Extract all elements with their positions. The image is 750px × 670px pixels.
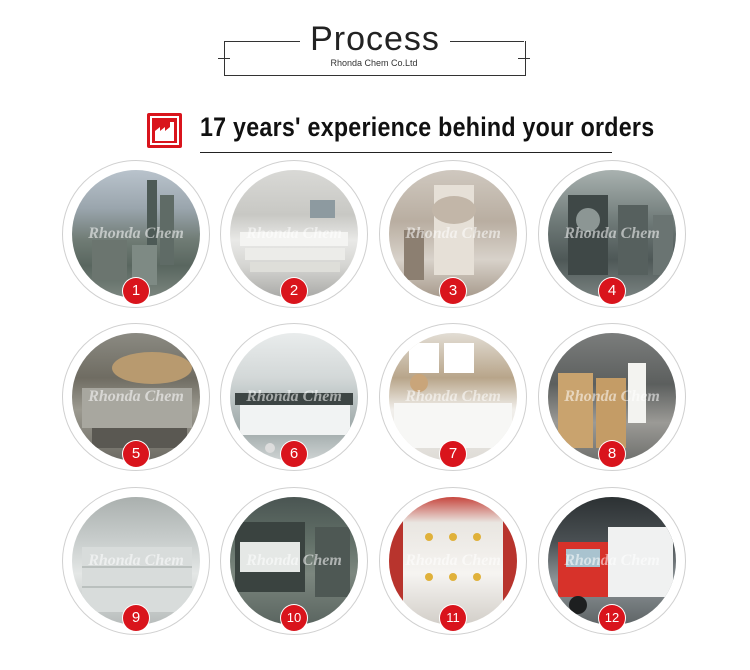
watermark: Rhonda Chem (405, 225, 501, 242)
red-truck-photo: Rhonda Chem (548, 497, 676, 625)
laboratory-photo: Rhonda Chem (230, 333, 358, 461)
header-tick-right (518, 58, 530, 59)
step-number-badge: 1 (123, 278, 149, 304)
page-title: Process (300, 20, 450, 59)
step-number-badge: 9 (123, 605, 149, 631)
step-number-badge: 3 (440, 278, 466, 304)
rolling-machine-photo: Rhonda Chem (72, 333, 200, 461)
step-number-badge: 4 (599, 278, 625, 304)
process-step-11: Rhonda Chem 11 (379, 487, 527, 635)
section-heading: 17 years' experience behind your orders (200, 112, 655, 142)
factory-icon (147, 113, 182, 148)
process-step-5: Rhonda Chem 5 (62, 323, 210, 471)
step-number-badge: 12 (599, 605, 625, 631)
watermark: Rhonda Chem (405, 388, 501, 405)
process-step-4: Rhonda Chem 4 (538, 160, 686, 308)
watermark: Rhonda Chem (246, 552, 342, 569)
process-step-3: Rhonda Chem 3 (379, 160, 527, 308)
press-machines-photo: Rhonda Chem (548, 170, 676, 298)
process-step-2: Rhonda Chem 2 (220, 160, 368, 308)
watermark: Rhonda Chem (564, 552, 660, 569)
bagged-goods-photo: Rhonda Chem (72, 497, 200, 625)
watermark: Rhonda Chem (88, 225, 184, 242)
process-step-6: Rhonda Chem 6 (220, 323, 368, 471)
warehouse-photo: Rhonda Chem (230, 170, 358, 298)
process-step-1: Rhonda Chem 1 (62, 160, 210, 308)
watermark: Rhonda Chem (246, 388, 342, 405)
header-rule-left (224, 41, 300, 42)
process-step-8: Rhonda Chem 8 (538, 323, 686, 471)
watermark: Rhonda Chem (405, 552, 501, 569)
drum-storage-photo: Rhonda Chem (548, 333, 676, 461)
watermark: Rhonda Chem (246, 225, 342, 242)
step-number-badge: 7 (440, 441, 466, 467)
loading-truck-photo: Rhonda Chem (230, 497, 358, 625)
step-number-badge: 6 (281, 441, 307, 467)
watermark: Rhonda Chem (88, 388, 184, 405)
container-loaded-drums-photo: Rhonda Chem (389, 497, 517, 625)
watermark: Rhonda Chem (88, 552, 184, 569)
watermark: Rhonda Chem (564, 225, 660, 242)
process-step-9: Rhonda Chem 9 (62, 487, 210, 635)
step-number-badge: 8 (599, 441, 625, 467)
step-number-badge: 5 (123, 441, 149, 467)
step-number-badge: 11 (440, 605, 466, 631)
production-machine-photo: Rhonda Chem (389, 170, 517, 298)
header-tick-left (218, 58, 230, 59)
section-underline (200, 152, 612, 153)
step-number-badge: 2 (281, 278, 307, 304)
process-step-10: Rhonda Chem 10 (220, 487, 368, 635)
header-rule-right (450, 41, 524, 42)
company-name: Rhonda Chem Co.Ltd (330, 58, 418, 68)
step-number-badge: 10 (281, 605, 307, 631)
packaging-photo: Rhonda Chem (389, 333, 517, 461)
process-step-7: Rhonda Chem 7 (379, 323, 527, 471)
process-step-12: Rhonda Chem 12 (538, 487, 686, 635)
watermark: Rhonda Chem (564, 388, 660, 405)
